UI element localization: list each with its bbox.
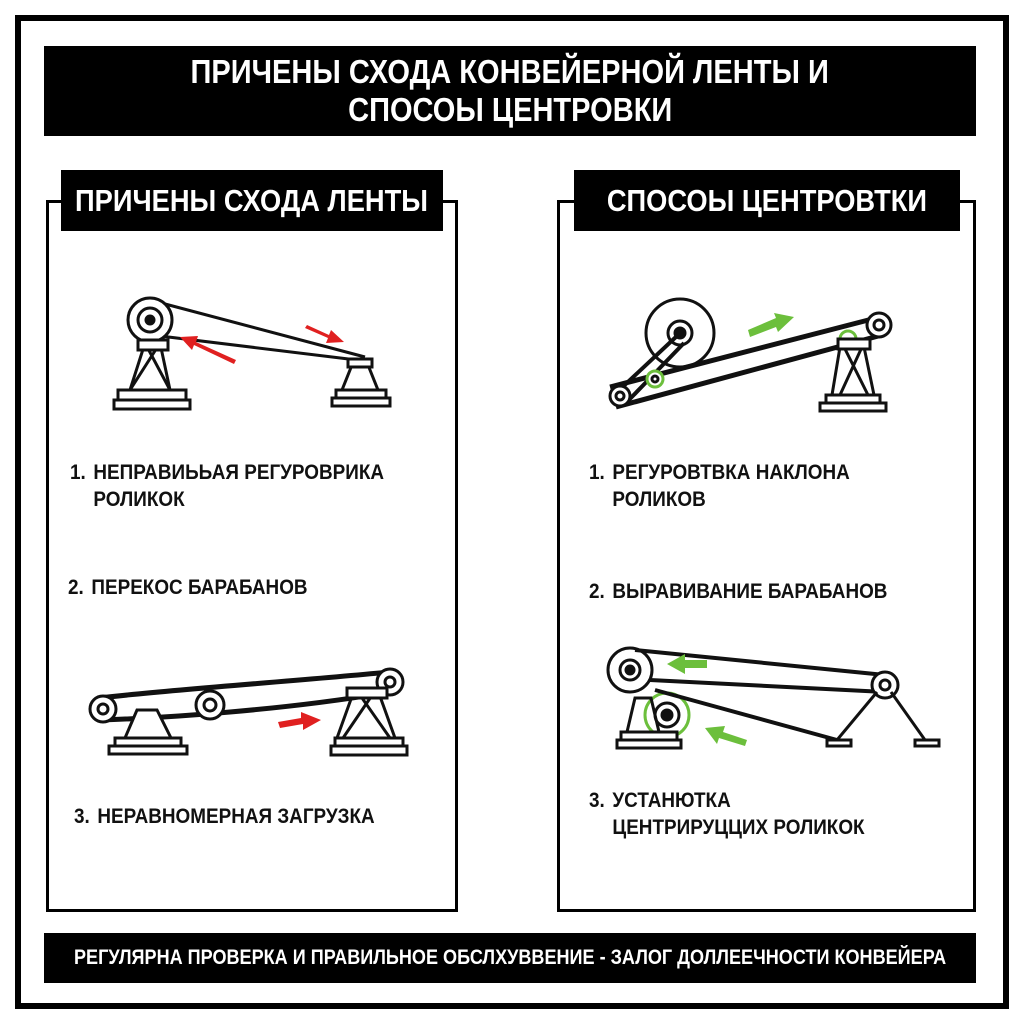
- method-item-3: 3. УСТАНЮТКА ЦЕНТРИРУЦЦИХ РОЛИКОК: [589, 789, 865, 839]
- causes-panel: [46, 200, 458, 912]
- methods-panel: [557, 200, 976, 912]
- method-item-2: 2. ВЫРАВИВАНИЕ БАРАБАНОВ: [589, 580, 888, 603]
- red-arrow-icon: [278, 712, 321, 730]
- roller-tilt-adjustment-illustration: [608, 297, 893, 413]
- misadjusted-rollers-illustration: [112, 296, 392, 411]
- green-arrow-icon: [748, 313, 794, 337]
- uneven-loading-illustration: [88, 667, 409, 757]
- red-arrow-icon: [180, 325, 344, 364]
- title-line-1: ПРИЧЕНЫ СХОДА КОНВЕЙЕРНОЙ ЛЕНТЫ И: [190, 53, 830, 90]
- title-line-2: СПОСОЫ ЦЕНТРОВКИ: [347, 91, 673, 128]
- cause-item-2: 2. ПЕРЕКОС БАРАБАНОВ: [68, 576, 308, 599]
- cause-item-3: 3. НЕРАВНОМЕРНАЯ ЗАГРУЗКА: [74, 805, 375, 828]
- green-arrow-icon: [667, 654, 747, 746]
- centering-rollers-illustration: [606, 646, 941, 750]
- causes-heading: ПРИЧЕНЫ СХОДА ЛЕНТЫ: [61, 170, 443, 231]
- footer-banner: РЕГУЛЯРНА ПРОВЕРКА И ПРАВИЛЬНОЕ ОБСЛХУВВ…: [44, 933, 976, 983]
- methods-heading: СПОСОЫ ЦЕНТРОВТКИ: [574, 170, 960, 231]
- title-banner: ПРИЧЕНЫ СХОДА КОНВЕЙЕРНОЙ ЛЕНТЫ И СПОСОЫ…: [44, 46, 976, 136]
- cause-item-1: 1. НЕПРАВИЬЬАЯ РЕГУРОВРИКА РОЛИКОК: [70, 461, 385, 511]
- method-item-1: 1. РЕГУРОВТВКА НАКЛОНА РОЛИКОВ: [589, 461, 850, 511]
